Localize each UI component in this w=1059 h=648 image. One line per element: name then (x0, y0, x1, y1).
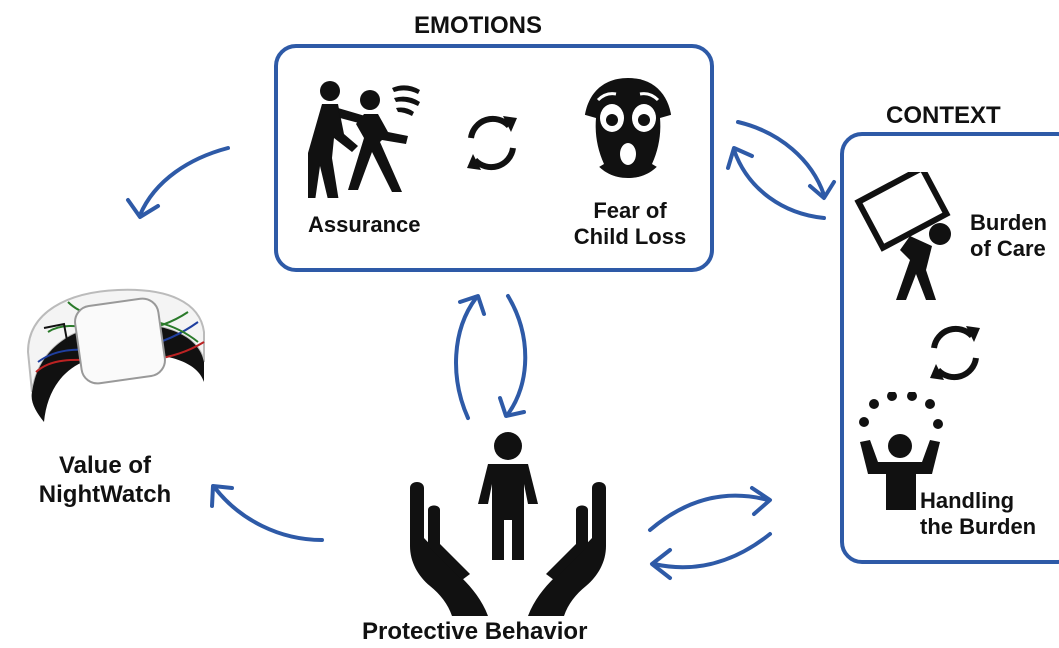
emotions-heading: EMOTIONS (414, 12, 543, 39)
arrow-context-to-behavior-head (650, 548, 672, 580)
juggling-icon (859, 392, 943, 510)
value-label-line2: NightWatch (38, 480, 172, 508)
value-label: Value of NightWatch (0, 452, 210, 510)
arrow-context-to-emotions-head (726, 146, 754, 170)
burden-icon (854, 172, 951, 300)
arrow-emotions-to-context (736, 120, 826, 197)
arrow-behavior-to-emotions (454, 296, 478, 420)
arrow-emotions-to-context-head (808, 180, 836, 200)
arrow-context-to-behavior (652, 532, 772, 570)
fear-label-line1: Fear of (593, 198, 667, 223)
arrow-behavior-to-value-head (210, 484, 234, 508)
protective-hands-icon (410, 432, 606, 616)
arrow-emotions-to-value (138, 146, 230, 217)
value-label-line1: Value of (58, 452, 152, 479)
assurance-icon (308, 81, 420, 198)
arrow-behavior-to-context-head (750, 486, 772, 516)
burden-label-line1: Burden (970, 210, 1047, 235)
handling-label-line2: the Burden (920, 514, 1037, 540)
context-heading: CONTEXT (886, 102, 1001, 129)
arrow-emotions-to-behavior-head (498, 396, 526, 418)
arrow-behavior-to-emotions-head (458, 294, 486, 316)
arrow-context-to-emotions (732, 148, 826, 220)
assurance-label: Assurance (308, 212, 421, 237)
burden-label-line2: of Care (970, 236, 1046, 262)
fear-face-icon (581, 78, 675, 178)
cycle-icon (467, 115, 517, 171)
watch-device-icon (26, 288, 205, 422)
handling-label-line1: Handling (920, 488, 1015, 513)
fear-label-line2: Child Loss (573, 224, 687, 250)
handling-label: Handling the Burden (920, 488, 1036, 541)
arrow-behavior-to-context (648, 493, 770, 532)
arrow-emotions-to-behavior (506, 294, 528, 416)
burden-label: Burden of Care (970, 210, 1047, 263)
fear-label: Fear of Child Loss (560, 198, 700, 251)
arrow-emotions-to-value-head (126, 198, 160, 219)
arrow-behavior-to-value (213, 486, 324, 542)
behavior-label: Protective Behavior (362, 618, 588, 645)
cycle-icon (930, 325, 980, 381)
